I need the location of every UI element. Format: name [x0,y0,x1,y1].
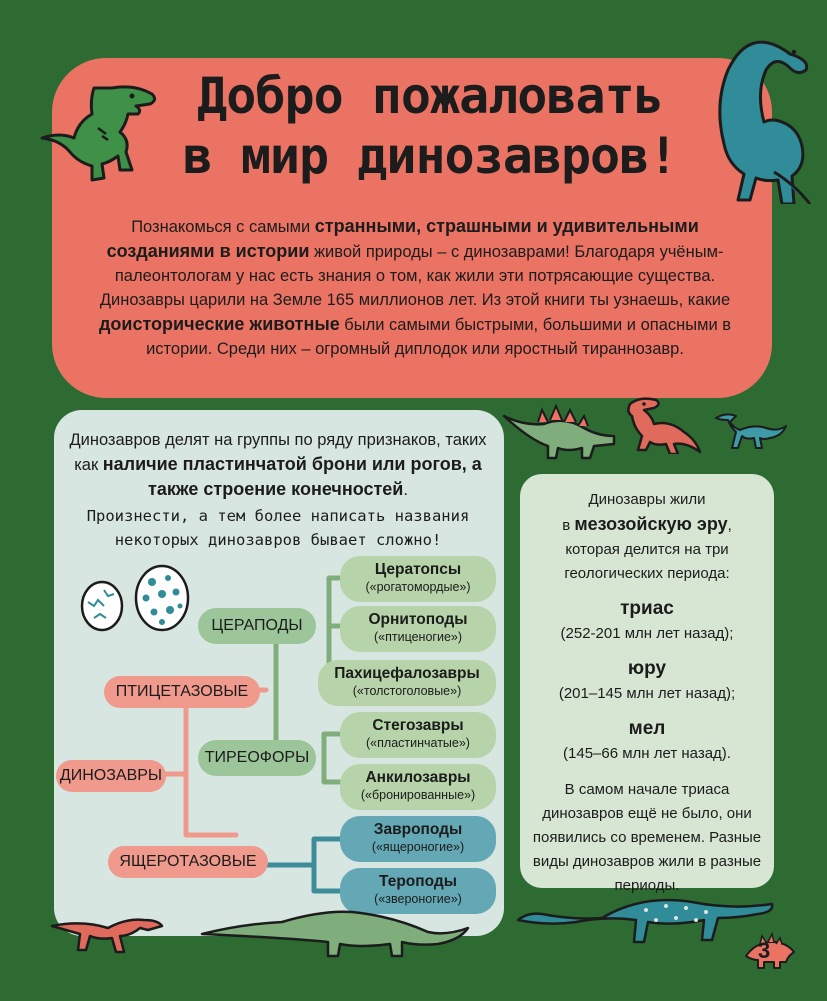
intro-text-1: Познакомься с самыми [131,218,315,236]
red-raptor-icon [50,918,164,954]
era-intro-2: в мезозойскую эру, [528,512,766,538]
leaf-title: Стегозавры [372,717,464,734]
green-sauropod-icon [200,910,470,958]
node-cerapoda: ЦЕРАПОДЫ [198,608,316,644]
period-range: (252-201 млн лет назад); [560,625,734,642]
period-name: триас [620,598,674,619]
page-title: Добро пожаловать в мир динозавров! [170,66,690,186]
intro-text-2: живой природы – с динозаврами! Благодаря… [99,243,731,309]
leaf-title: Завроподы [373,821,463,838]
leaf-title: Анкилозавры [365,769,471,786]
node-thyreophora: ТИРЕОФОРЫ [198,740,316,776]
header-banner [52,58,772,398]
dinosaur-eggs-icon [80,564,190,632]
period-name: юру [627,658,667,679]
leaf-subtitle: («рогатомордые») [365,580,471,594]
era-intro-2c: , [727,517,732,534]
era-intro-1: Динозавры жили [588,491,706,508]
red-theropod-icon [627,397,702,454]
blue-sauropod-icon [516,898,774,944]
leaf-theropoda: Тероподы («звероногие») [340,868,496,914]
node-root-dinosaurs: ДИНОЗАВРЫ [56,760,166,792]
node-ornithischia: ПТИЦЕТАЗОВЫЕ [104,676,260,708]
leaf-ankylosauria: Анкилозавры («бронированные») [340,764,496,810]
leaf-title: Цератопсы [374,561,462,578]
leaf-subtitle: («ящероногие») [371,840,465,854]
page-number-stegosaurus-icon [745,931,795,969]
blue-theropod-icon [715,413,787,449]
period-name: мел [628,718,666,739]
leaf-title: Пахицефалозавры [334,665,480,682]
leaf-subtitle: («толстоголовые») [352,684,462,698]
tree-intro-handwritten: Произнести, а тем более написать названи… [86,507,470,549]
intro-bold-2: доисторические животные [98,314,340,334]
intro-bold-1: странными, страшными и удивительными соз… [106,216,699,261]
era-highlight: мезозойскую эру [574,514,728,534]
leaf-ceratopsia: Цератопсы («рогатомордые») [340,556,496,602]
leaf-subtitle: («пластинчатые») [366,736,470,750]
period-range: (145–66 млн лет назад). [563,745,731,762]
leaf-sauropoda: Завроподы («ящероногие») [340,816,496,862]
diplodocus-icon [718,40,812,204]
leaf-title: Тероподы [379,873,457,890]
leaf-ornithopoda: Орнитоподы («птиценогие») [340,606,496,652]
era-intro-2a: в [562,517,575,534]
era-panel [520,474,774,888]
title-line-1: Добро пожаловать [197,67,664,125]
stegosaurus-icon [502,403,616,460]
page-number-text: 3 [758,938,771,963]
tree-intro: Динозавров делят на группы по ряду призн… [62,428,494,552]
leaf-title: Орнитоподы [368,611,468,628]
intro-paragraph: Познакомься с самыми странными, страшным… [90,214,740,361]
period-range: (201–145 млн лет назад); [558,685,736,702]
leaf-subtitle: («птиценогие») [373,630,463,644]
era-text: Динозавры жили в мезозойскую эру, котора… [528,488,766,898]
leaf-subtitle: («бронированные») [360,788,476,802]
leaf-stegosauria: Стегозавры («пластинчатые») [340,712,496,758]
era-intro-3: которая делится на три геологических пер… [564,541,730,582]
title-line-2: в мир динозавров! [182,127,679,185]
tree-intro-text-2: . [403,481,408,499]
era-outro: В самом начале триаса динозавров ещё не … [532,781,762,894]
leaf-pachycephalosauria: Пахицефалозавры («толстоголовые») [318,660,496,706]
leaf-subtitle: («звероногие») [374,892,462,906]
tree-intro-text-1: Динозавров делят на группы по ряду призн… [69,431,487,474]
node-saurischia: ЯЩЕРОТАЗОВЫЕ [108,846,268,878]
intro-text-3: были самыми быстрыми, большими и опасным… [146,316,732,358]
tree-intro-bold: наличие пластинчатой брони или рогов, а … [102,454,482,499]
page-number: 3 [744,931,796,972]
t-rex-icon [40,85,157,182]
